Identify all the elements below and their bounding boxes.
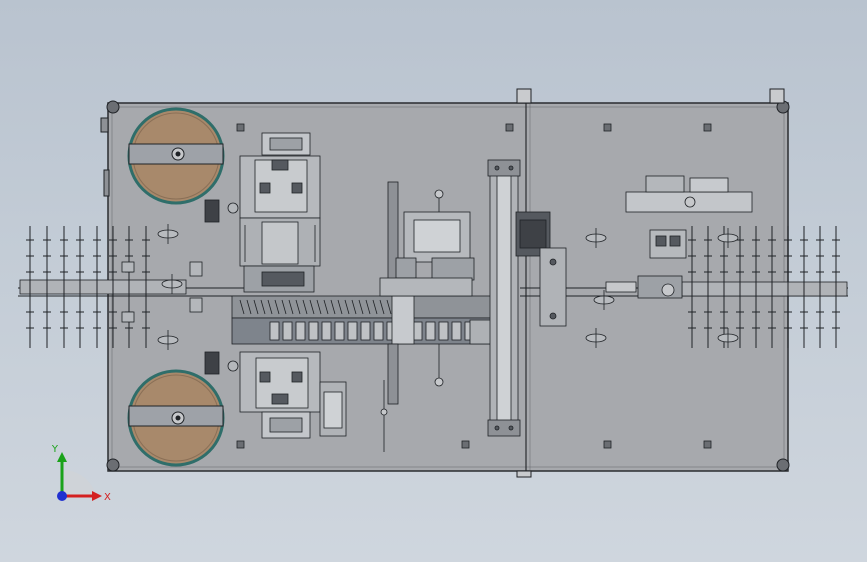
axis-y-arrow: [57, 452, 67, 462]
track-cell: [282, 321, 293, 341]
track-tooth: [274, 299, 280, 315]
lower-slide-module: [239, 351, 347, 439]
track-cell: [438, 321, 449, 341]
track-tooth: [358, 299, 364, 315]
track-tooth: [253, 299, 259, 315]
axis-x-arrow: [92, 491, 102, 501]
track-tooth: [267, 299, 273, 315]
track-cell: [295, 321, 306, 341]
tape-reel-bottom: [127, 369, 225, 467]
track-tooth: [316, 299, 322, 315]
center-press-unit: [379, 181, 475, 452]
track-tooth: [260, 299, 266, 315]
track-tooth: [372, 299, 378, 315]
track-tooth: [281, 299, 287, 315]
track-cell: [308, 321, 319, 341]
track-tooth: [330, 299, 336, 315]
tape-reel-top: [127, 107, 225, 205]
track-cell: [321, 321, 332, 341]
track-tooth: [246, 299, 252, 315]
right-outfeed-conveyor: [520, 226, 848, 348]
axis-z-origin: [57, 491, 67, 501]
axis-y-label: Y: [51, 444, 59, 455]
track-tooth: [295, 299, 301, 315]
guide-pulleys: [157, 224, 739, 350]
vertical-rail: [487, 159, 521, 437]
tension-rollers: [121, 199, 239, 375]
central-track: [231, 295, 515, 345]
track-tooth: [323, 299, 329, 315]
track-cell: [451, 321, 462, 341]
track-cell: [425, 321, 436, 341]
track-cell: [373, 321, 384, 341]
track-cell: [269, 321, 280, 341]
motor-block: [515, 211, 567, 327]
track-tooth: [309, 299, 315, 315]
track-tooth: [379, 299, 385, 315]
right-bracket-module: [605, 175, 753, 299]
track-tooth: [288, 299, 294, 315]
track-tooth: [386, 299, 392, 315]
coordinate-triad: Y X: [51, 444, 111, 503]
track-tooth: [337, 299, 343, 315]
track-cell: [360, 321, 371, 341]
track-cell: [334, 321, 345, 341]
track-tooth: [365, 299, 371, 315]
axis-x-label: X: [104, 492, 111, 503]
track-tooth: [351, 299, 357, 315]
track-cell: [347, 321, 358, 341]
track-tooth: [344, 299, 350, 315]
track-tooth: [302, 299, 308, 315]
upper-slide-module: [239, 132, 321, 293]
track-tooth: [239, 299, 245, 315]
